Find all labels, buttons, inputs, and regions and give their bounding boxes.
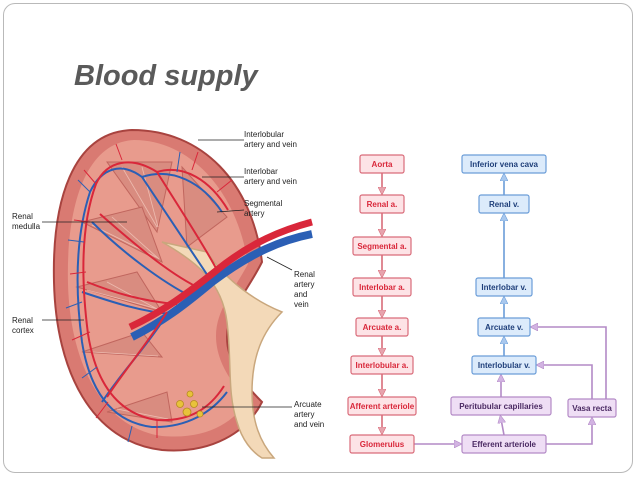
efferent-to-vasa-arrow [546,421,592,445]
efferent-arteriole-node: Efferent arteriole [461,434,547,454]
label-arcuate-line2: artery [294,410,315,419]
label-renal-medulla-line1: Renal [12,212,33,221]
label-segmental-line1: Segmental [244,199,283,208]
artery-node-0: Aorta [359,154,405,174]
artery-node-5: Interlobular a. [350,355,414,375]
vein-node-0-box [461,154,547,174]
artery-node-6-box [347,396,417,416]
artery-node-7: Glomerulus [349,434,415,454]
slide: Blood supply [3,3,633,473]
slide-title: Blood supply [74,60,258,92]
vein-node-2-box [475,277,533,297]
artery-node-4-label: Arcuate a. [363,323,402,332]
vein-node-4-box [471,355,537,375]
label-interlobar-line2: artery and vein [244,177,297,186]
label-renal-cortex-line1: Renal [12,316,33,325]
label-renal-artery-vein: Renal artery and vein [294,270,315,310]
vein-node-0-label: Inferior vena cava [470,160,539,169]
pyramid-5 [106,391,173,423]
label-renal-av-line3: and [294,290,308,299]
artery-node-2: Segmental a. [352,236,412,256]
label-arcuate: Arcuate artery and vein [294,400,324,430]
vein-node-4: Interlobular v. [471,355,537,375]
artery-node-4-box [355,317,409,337]
artery-node-2-box [352,236,412,256]
artery-node-4: Arcuate a. [355,317,409,337]
label-interlobular-line1: Interlobular [244,130,285,139]
peritubular-capillaries-node-box [450,396,552,416]
peritubular-capillaries-node: Peritubular capillaries [450,396,552,416]
artery-node-3-label: Interlobar a. [359,283,405,292]
label-interlobular-line2: artery and vein [244,140,297,149]
vein-node-4-label: Interlobular v. [478,361,530,370]
label-segmental: Segmental artery [244,199,282,219]
label-renal-cortex: Renal cortex [12,316,34,336]
vein-node-3: Arcuate v. [477,317,531,337]
label-interlobar-line1: Interlobar [244,167,278,176]
vein-node-1: Renal v. [478,194,530,214]
artery-node-6-label: Afferent arteriole [350,402,415,411]
vein-node-1-label: Renal v. [489,200,519,209]
label-renal-av-line4: vein [294,300,309,309]
vasa-recta-node-label: Vasa recta [572,404,612,413]
artery-node-7-label: Glomerulus [360,440,405,449]
label-renal-cortex-line2: cortex [12,326,34,335]
artery-node-5-box [350,355,414,375]
peritubular-capillaries-node-label: Peritubular capillaries [459,402,543,411]
artery-node-2-label: Segmental a. [357,242,406,251]
label-segmental-line2: artery [244,209,265,218]
vein-node-3-label: Arcuate v. [485,323,523,332]
efferent-to-peritubular-arrow [501,419,504,436]
label-interlobar: Interlobar artery and vein [244,167,297,187]
pyramid-2 [80,206,163,264]
kidney-illustration [42,128,313,459]
artery-node-1: Renal a. [359,194,405,214]
label-arcuate-line1: Arcuate [294,400,322,409]
label-arcuate-line3: and vein [294,420,325,429]
vasa-recta-node: Vasa recta [567,398,617,418]
artery-node-5-label: Interlobular a. [356,361,409,370]
artery-node-6: Afferent arteriole [347,396,417,416]
vasa-recta-node-box [567,398,617,418]
label-renal-medulla: Renal medulla [12,212,40,232]
efferent-arteriole-node-box [461,434,547,454]
artery-node-0-box [359,154,405,174]
label-renal-av-line1: Renal [294,270,315,279]
vein-node-2: Interlobar v. [475,277,533,297]
artery-node-1-box [359,194,405,214]
renal-pelvis [161,241,284,459]
vasa-to-arcuate-arrow [534,327,607,399]
artery-node-3-box [352,277,412,297]
artery-node-0-label: Aorta [372,160,393,169]
label-interlobular: Interlobular artery and vein [244,130,297,150]
vein-node-2-label: Interlobar v. [481,283,526,292]
pyramid-3 [75,271,164,313]
artery-node-3: Interlobar a. [352,277,412,297]
label-renal-medulla-line2: medulla [12,222,41,231]
vein-node-3-box [477,317,531,337]
vein-node-1-box [478,194,530,214]
vein-node-0: Inferior vena cava [461,154,547,174]
vasa-to-interlobular-arrow [540,365,593,399]
artery-node-7-box [349,434,415,454]
efferent-arteriole-node-label: Efferent arteriole [472,440,537,449]
label-renal-av-line2: artery [294,280,315,289]
artery-node-1-label: Renal a. [367,200,398,209]
